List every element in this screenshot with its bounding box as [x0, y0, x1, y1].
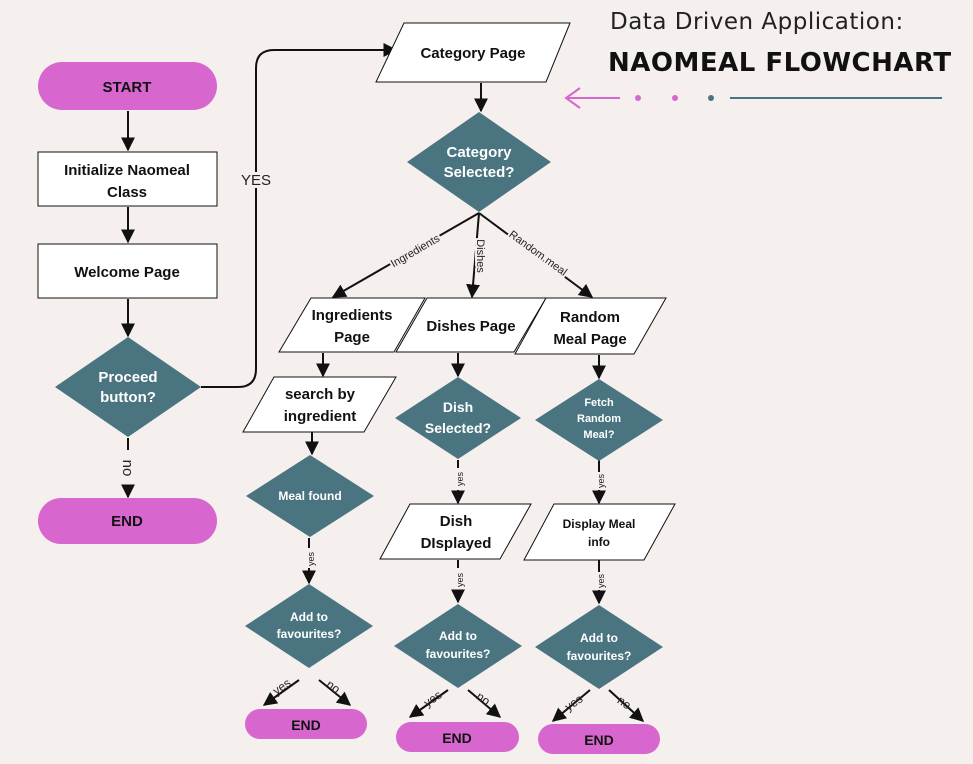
edge-label-yes: yes [455, 573, 465, 588]
accent-dot [672, 95, 678, 101]
node-start-label: START [103, 79, 152, 96]
node-end-3: END [538, 724, 660, 754]
node-fav1-decision: Add to favourites? [245, 584, 373, 668]
node-fav3-decision: Add to favourites? [535, 605, 663, 689]
node-welcome: Welcome Page [37, 243, 218, 299]
edge-branch-ingredients [331, 212, 480, 298]
node-random-meal-page: Random Meal Page [514, 297, 667, 355]
node-end-main-label: END [111, 513, 143, 530]
accent-arrow-icon [564, 87, 620, 109]
node-fav2-line2: favourites? [426, 647, 491, 661]
diagram-subtitle: Data Driven Application: [610, 9, 904, 35]
edge-label-no: no [474, 689, 493, 708]
accent-dot [635, 95, 641, 101]
node-dish-displayed-line2: DIsplayed [421, 535, 492, 552]
edge-fav3-yes [551, 689, 591, 722]
node-fav2-line1: Add to [439, 629, 477, 643]
node-search-ingredient: search by ingredient [242, 376, 397, 433]
node-end-1: END [245, 709, 367, 739]
node-end-main: END [38, 498, 217, 544]
accent-dot [708, 95, 714, 101]
node-search-ingredient-line1: search by [285, 386, 356, 403]
node-category-decision-line1: Category [446, 144, 512, 161]
node-display-meal: Display Meal info [523, 503, 676, 561]
edge-branch-random [478, 212, 594, 298]
edge-fav1-no [318, 679, 352, 706]
node-dish-selected-line2: Selected? [425, 420, 491, 436]
node-proceed-label-line1: Proceed [98, 369, 157, 386]
node-ingredients-page: Ingredients Page [278, 297, 426, 353]
node-fetch-random-line3: Meal? [583, 429, 614, 441]
header-accent [564, 87, 942, 109]
edge-label-yes: yes [596, 574, 606, 589]
node-fav3-line1: Add to [580, 631, 618, 645]
node-start: START [38, 62, 217, 110]
diagram-title: NAOMEAL FLOWCHART [608, 48, 952, 78]
node-init-label-line1: Initialize Naomeal [64, 162, 190, 179]
node-category-decision-line2: Selected? [444, 164, 515, 181]
edge-label-yes: yes [270, 676, 293, 698]
edge-label-random: Random meal [507, 229, 569, 279]
node-meal-found-decision: Meal found [246, 455, 374, 537]
edge-fav3-no [608, 689, 645, 722]
node-display-meal-line1: Display Meal [563, 517, 636, 531]
edge-fav2-no [467, 689, 502, 718]
connectors [128, 43, 645, 722]
node-dish-displayed-line1: Dish [440, 513, 473, 530]
node-dish-displayed: Dish DIsplayed [379, 503, 532, 560]
edge-fav1-yes [262, 679, 300, 706]
node-end-3-label: END [584, 732, 614, 748]
node-end-2: END [396, 722, 519, 752]
node-category-page-label: Category Page [420, 45, 525, 62]
edge-fav2-yes [408, 689, 449, 718]
edge-label-no: no [324, 677, 343, 696]
node-random-meal-page-line1: Random [560, 309, 620, 326]
edge-label-yes: yes [455, 472, 465, 487]
node-category-decision: Category Selected? [407, 112, 551, 212]
node-end-2-label: END [442, 730, 472, 746]
node-dish-selected-decision: Dish Selected? [395, 377, 521, 459]
node-fav1-line2: favourites? [277, 627, 342, 641]
node-fav3-line2: favourites? [567, 649, 632, 663]
edge-label-yes-main: YES [241, 172, 271, 189]
node-ingredients-page-line2: Page [334, 329, 370, 346]
node-fav1-line1: Add to [290, 610, 328, 624]
node-search-ingredient-line2: ingredient [284, 408, 357, 425]
node-proceed-label-line2: button? [100, 389, 156, 406]
edge-label-no-main: no [119, 460, 136, 477]
node-proceed-decision: Proceed button? [55, 337, 201, 437]
node-init: Initialize Naomeal Class [37, 151, 218, 207]
edge-label-ingredients: Ingredients [389, 232, 443, 270]
node-category-page: Category Page [375, 22, 571, 83]
edge-proceed-yes [201, 43, 398, 388]
node-fetch-random-line2: Random [577, 413, 621, 425]
node-dishes-page-label: Dishes Page [426, 318, 515, 335]
node-dish-selected-line1: Dish [443, 399, 473, 415]
edge-label-dishes: Dishes [474, 239, 486, 273]
edge-label-yes: yes [596, 474, 606, 489]
node-display-meal-line2: info [588, 535, 610, 549]
node-welcome-label: Welcome Page [74, 264, 180, 281]
node-dishes-page: Dishes Page [395, 297, 547, 353]
edge-label-yes: yes [306, 552, 316, 567]
node-ingredients-page-line1: Ingredients [312, 307, 393, 324]
node-init-label-line2: Class [107, 184, 147, 201]
node-fav2-decision: Add to favourites? [394, 604, 522, 688]
node-random-meal-page-line2: Meal Page [553, 331, 626, 348]
node-end-1-label: END [291, 717, 321, 733]
node-meal-found-label: Meal found [278, 489, 341, 503]
edge-branch-dishes [466, 212, 481, 299]
node-fetch-random-decision: Fetch Random Meal? [535, 379, 663, 461]
node-fetch-random-line1: Fetch [584, 397, 614, 409]
